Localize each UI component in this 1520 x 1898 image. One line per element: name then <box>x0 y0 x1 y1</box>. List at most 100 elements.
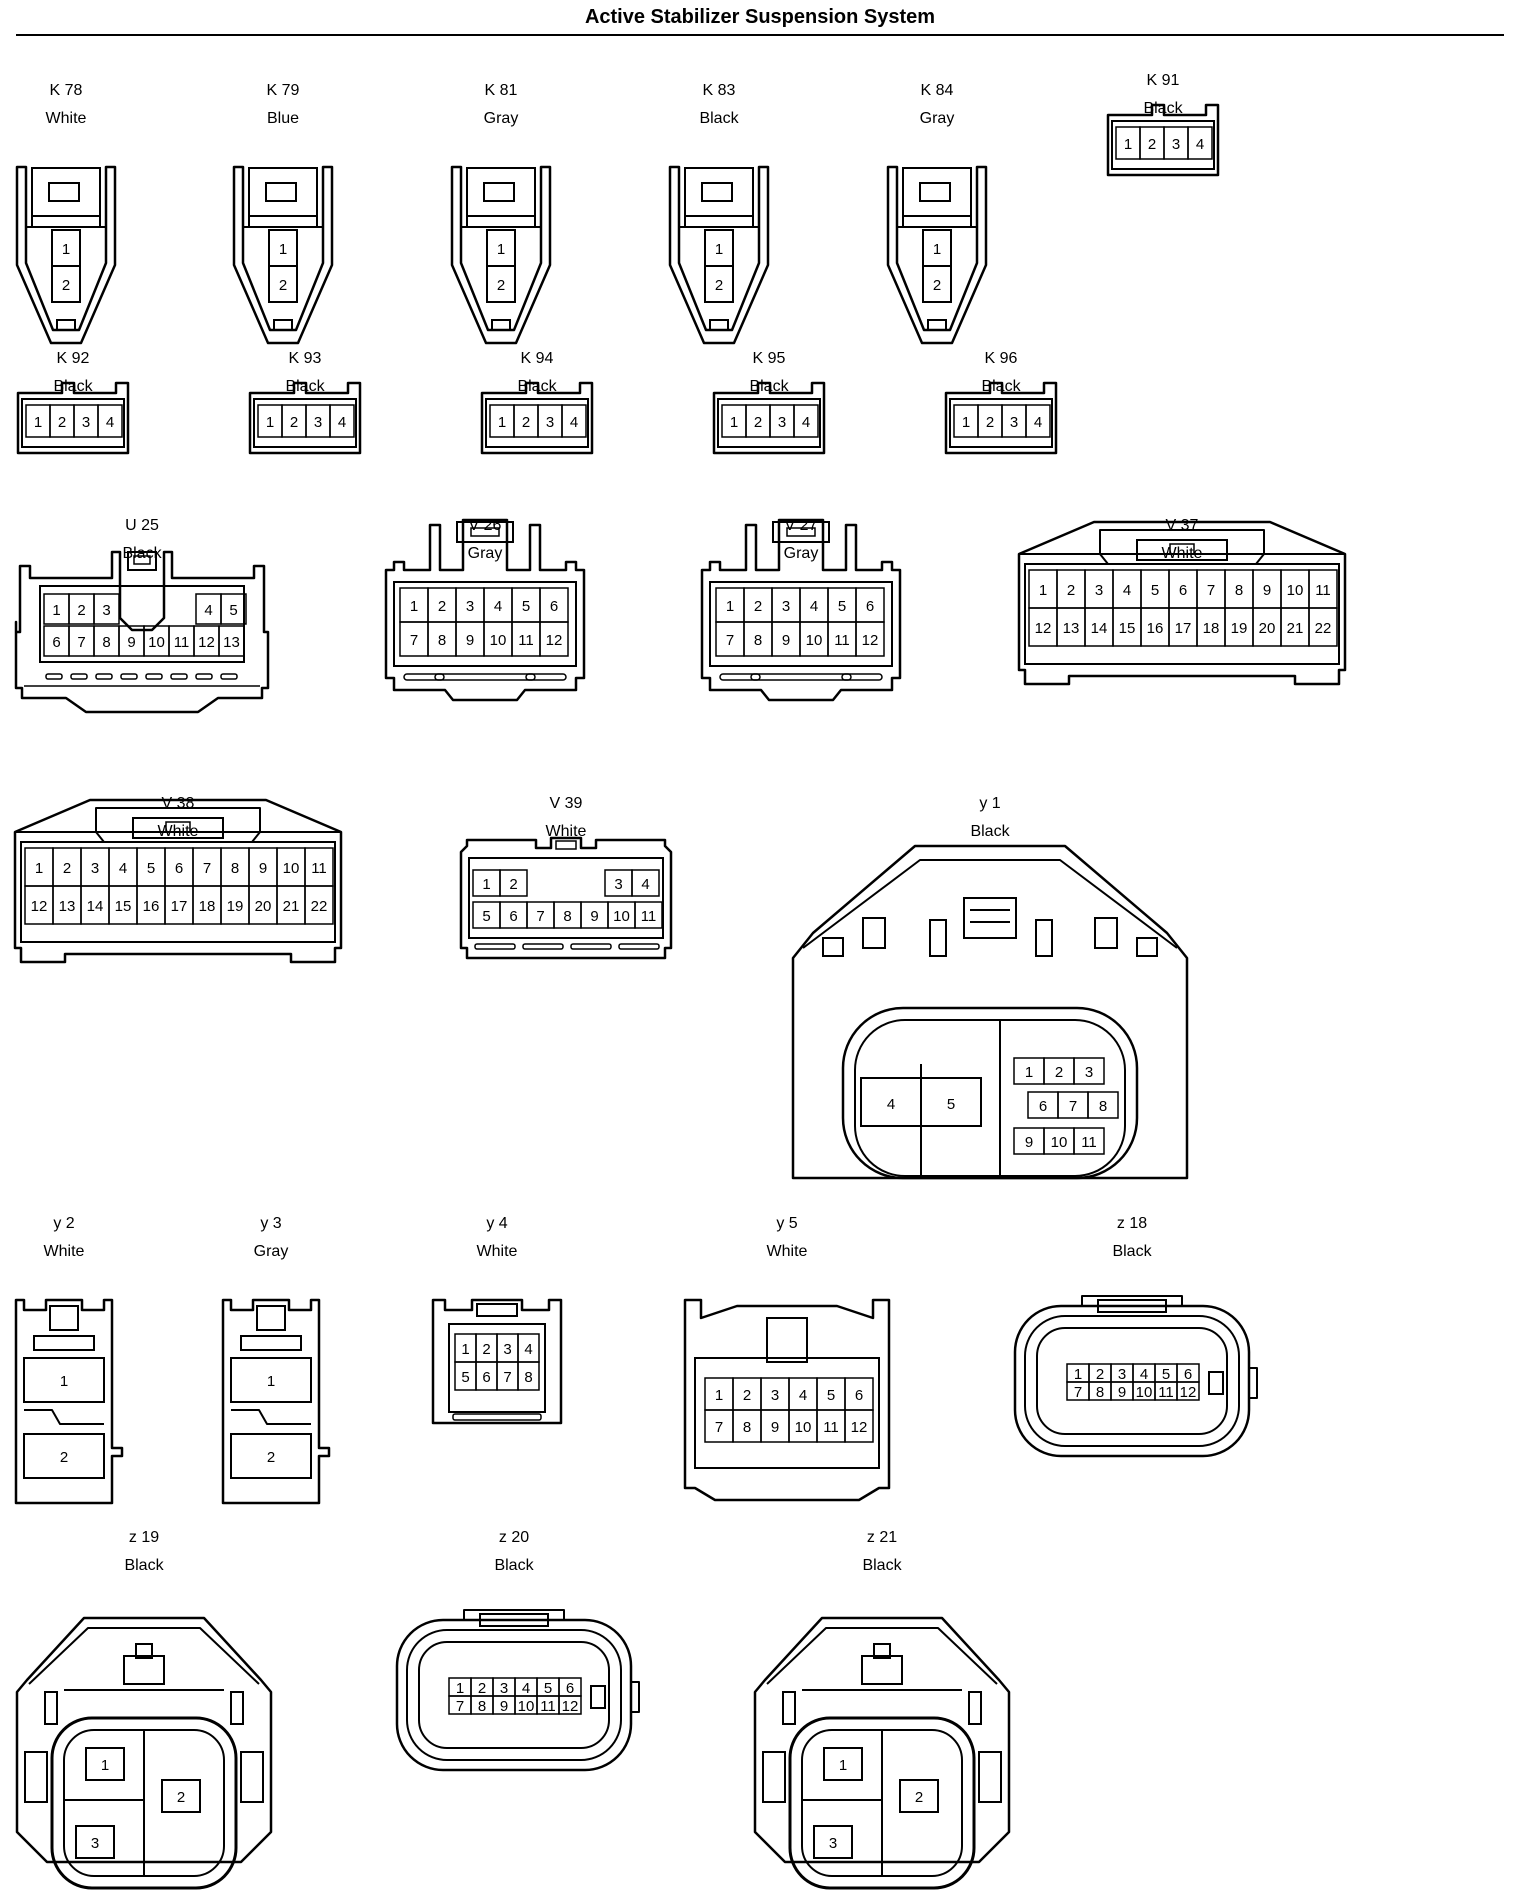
pin-number: 2 <box>279 277 287 294</box>
pin-number: 1 <box>456 1680 464 1697</box>
pin-number: 17 <box>171 898 188 915</box>
pin-number: 9 <box>466 632 474 649</box>
connector-id: K 96 <box>985 350 1018 367</box>
connector-color: Gray <box>784 545 819 562</box>
pin-number: 2 <box>63 860 71 877</box>
pin-number: 8 <box>102 634 110 651</box>
pin-number: 2 <box>754 414 762 431</box>
pin-number: 2 <box>522 414 530 431</box>
pin-number: 2 <box>715 277 723 294</box>
pin-number: 6 <box>1184 1366 1192 1383</box>
pin-number: 1 <box>62 241 70 258</box>
connector-color: Gray <box>484 110 519 127</box>
connector-id: z 18 <box>1117 1215 1147 1232</box>
connector-id: V 37 <box>1166 517 1199 534</box>
pin-number: 20 <box>1259 620 1276 637</box>
pin-number: 1 <box>60 1373 68 1390</box>
connector-color: Gray <box>920 110 955 127</box>
pin-number: 3 <box>1085 1064 1093 1081</box>
pin-number: 21 <box>1287 620 1304 637</box>
connector-color: White <box>477 1243 518 1260</box>
pin-number: 10 <box>283 860 300 877</box>
pin-number: 1 <box>726 598 734 615</box>
pin-number: 3 <box>314 414 322 431</box>
pin-number: 12 <box>546 632 563 649</box>
connector-id: K 94 <box>521 350 554 367</box>
pin-number: 11 <box>641 908 657 925</box>
pin-number: 6 <box>566 1680 574 1697</box>
connector-color: Gray <box>254 1243 289 1260</box>
pin-number: 2 <box>1148 136 1156 153</box>
pin-number: 1 <box>267 1373 275 1390</box>
pin-number: 3 <box>546 414 554 431</box>
pin-number: 2 <box>509 876 517 893</box>
pin-number: 5 <box>461 1369 469 1386</box>
pin-number: 4 <box>494 598 502 615</box>
pin-number: 9 <box>259 860 267 877</box>
pin-number: 3 <box>503 1341 511 1358</box>
pin-number: 9 <box>782 632 790 649</box>
pin-number: 10 <box>1287 582 1304 599</box>
connector-id: K 78 <box>50 82 83 99</box>
pin-number: 8 <box>1235 582 1243 599</box>
pin-number: 22 <box>311 898 328 915</box>
pin-number: 12 <box>862 632 879 649</box>
pin-number: 10 <box>806 632 823 649</box>
pin-number: 1 <box>279 241 287 258</box>
pin-number: 11 <box>518 632 534 649</box>
connector-color: Blue <box>267 110 299 127</box>
pin-number: 1 <box>482 876 490 893</box>
pin-number: 7 <box>1069 1098 1077 1115</box>
pin-number: 11 <box>1158 1384 1174 1401</box>
pin-number: 7 <box>1207 582 1215 599</box>
pin-number: 6 <box>1039 1098 1047 1115</box>
pin-number: 2 <box>58 414 66 431</box>
pin-number: 5 <box>827 1387 835 1404</box>
pin-number: 2 <box>1055 1064 1063 1081</box>
pin-number: 11 <box>823 1419 839 1436</box>
pin-number: 3 <box>771 1387 779 1404</box>
pin-number: 1 <box>1039 582 1047 599</box>
connector-id: y 3 <box>260 1215 281 1232</box>
pin-number: 6 <box>175 860 183 877</box>
pin-number: 1 <box>1025 1064 1033 1081</box>
pin-number: 7 <box>536 908 544 925</box>
connector-id: K 83 <box>703 82 736 99</box>
pin-number: 4 <box>1196 136 1204 153</box>
pin-number: 10 <box>613 908 630 925</box>
pin-number: 5 <box>147 860 155 877</box>
pin-number: 5 <box>522 598 530 615</box>
pin-number: 9 <box>1025 1134 1033 1151</box>
pin-number: 10 <box>1136 1384 1153 1401</box>
connector-id: K 84 <box>921 82 954 99</box>
pin-number: 2 <box>1096 1366 1104 1383</box>
connector-color: Black <box>970 823 1010 840</box>
pin-number: 2 <box>754 598 762 615</box>
pin-number: 6 <box>866 598 874 615</box>
pin-number: 1 <box>498 414 506 431</box>
pin-number: 9 <box>771 1419 779 1436</box>
pin-number: 12 <box>562 1698 579 1715</box>
pin-number: 1 <box>1074 1366 1082 1383</box>
pin-number: 3 <box>466 598 474 615</box>
page-title: Active Stabilizer Suspension System <box>584 6 936 28</box>
connector-id: K 93 <box>289 350 322 367</box>
connector-id: z 21 <box>867 1529 897 1546</box>
connector-color: Black <box>124 1557 164 1574</box>
connector-color: Black <box>862 1557 902 1574</box>
connector-id: K 81 <box>485 82 518 99</box>
pin-number: 2 <box>438 598 446 615</box>
pin-number: 3 <box>91 1835 99 1852</box>
pin-number: 9 <box>500 1698 508 1715</box>
pin-number: 4 <box>810 598 818 615</box>
